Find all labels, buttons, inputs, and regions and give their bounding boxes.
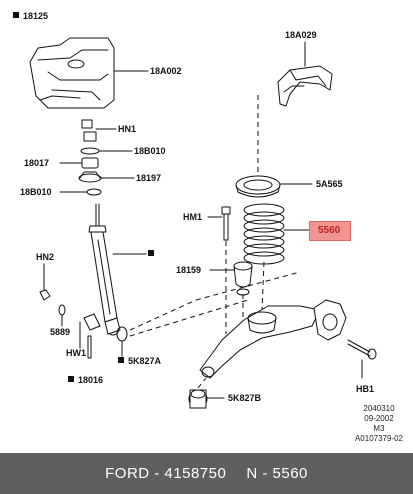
label-hn1: HN1 [118, 124, 137, 134]
bracket-18a002 [29, 37, 149, 109]
reference-line: A0107379-02 [354, 434, 403, 443]
label-18016: 18016 [68, 375, 103, 386]
label-18125: 18125 [13, 11, 48, 22]
footer-diagram-number: N - 5560 [246, 465, 308, 482]
label-hm1: HM1 [183, 212, 203, 222]
label-5560: 5560 [318, 225, 341, 236]
label-5k827b: 5K827B [228, 393, 262, 403]
highlight-5560: 5560 [309, 221, 351, 241]
reference-block: 2040310 09-2002 M3 A0107379-02 [355, 404, 403, 444]
label-hn2: HN2 [36, 252, 55, 262]
label-18b010: 18B010 [20, 187, 52, 197]
bump-stop-18159 [209, 261, 253, 296]
label-18017: 18017 [24, 158, 50, 168]
label-5k827a: 5K827A [118, 356, 161, 367]
label-18b010-top: 18B010 [134, 146, 166, 156]
label-5889: 5889 [50, 327, 71, 337]
reference-line: M3 [373, 424, 385, 433]
label-18197: 18197 [136, 173, 162, 183]
label-5a565: 5A565 [316, 179, 343, 189]
top-hardware [59, 119, 135, 196]
label-bullet-shock [148, 249, 158, 260]
bolt-hm1 [207, 206, 231, 241]
reference-line: 09-2002 [364, 414, 394, 423]
footer-bar: FORD - 4158750 N - 5560 [0, 453, 413, 494]
mount-18a029 [277, 41, 333, 107]
shock-absorber [88, 203, 147, 336]
label-hw1: HW1 [66, 348, 86, 358]
label-18159: 18159 [176, 265, 202, 275]
bushing-5k827b [188, 389, 225, 409]
spring-seat-5a565 [235, 175, 313, 198]
lower-control-arm [199, 299, 377, 379]
small-parts-left [39, 263, 128, 359]
label-hb1: HB1 [356, 384, 375, 394]
label-18a029: 18A029 [285, 30, 317, 40]
label-18a002: 18A002 [150, 66, 182, 76]
reference-line: 2040310 [363, 404, 395, 413]
footer-part-number: FORD - 4158750 [105, 465, 227, 482]
coil-spring-5560 [243, 203, 310, 265]
